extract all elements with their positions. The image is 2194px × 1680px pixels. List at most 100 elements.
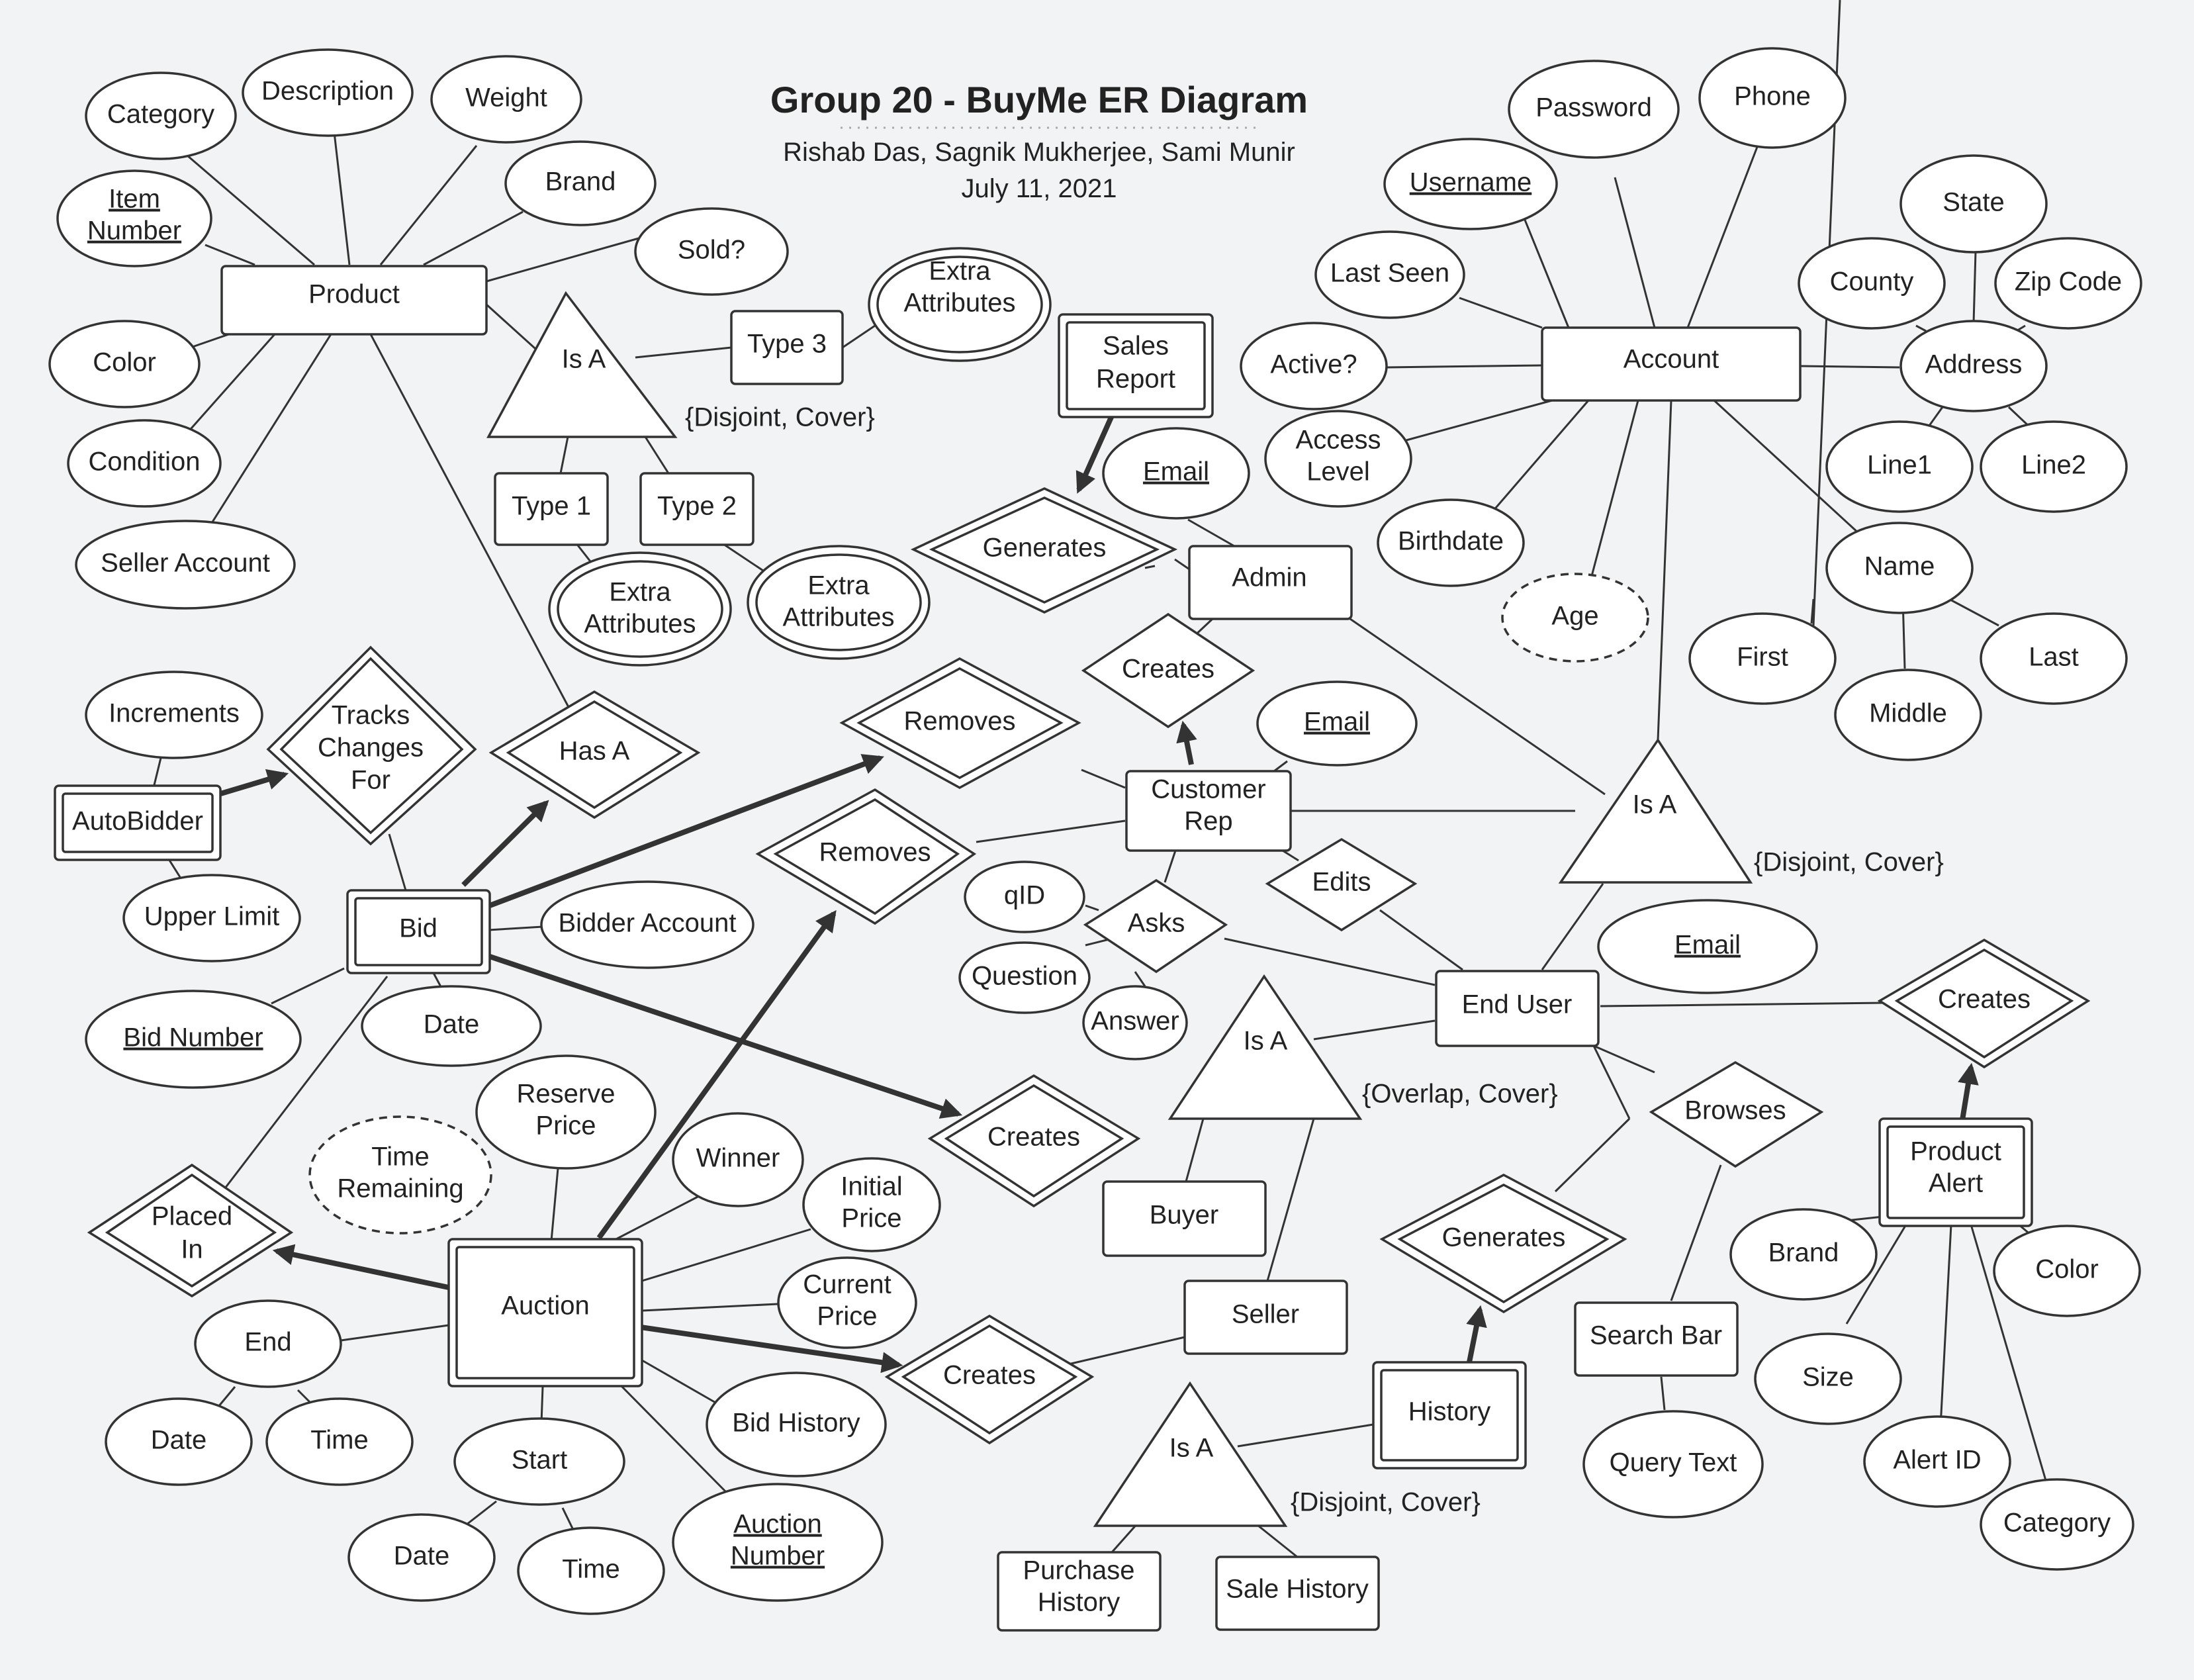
relationship-placed-in: Placed In	[87, 1163, 294, 1298]
diagram-title: Group 20 - BuyMe ER Diagram	[770, 79, 1308, 120]
svg-text:Placed: Placed	[152, 1202, 232, 1231]
svg-text:Product: Product	[308, 280, 400, 309]
svg-text:Attributes: Attributes	[584, 610, 696, 639]
svg-text:Answer: Answer	[1091, 1007, 1179, 1036]
attr-last-seen: Last Seen	[1314, 230, 1465, 319]
svg-text:Category: Category	[2003, 1509, 2111, 1538]
svg-text:For: For	[351, 766, 390, 795]
svg-text:Asks: Asks	[1128, 909, 1185, 938]
svg-text:Seller Account: Seller Account	[101, 549, 270, 578]
svg-text:Attributes: Attributes	[904, 289, 1016, 318]
svg-text:Date: Date	[424, 1010, 480, 1039]
svg-text:Bid: Bid	[399, 914, 437, 943]
svg-text:Number: Number	[731, 1542, 825, 1571]
attr-brand: Brand	[504, 140, 657, 226]
svg-text:Color: Color	[93, 348, 156, 377]
svg-text:Email: Email	[1674, 931, 1741, 960]
entity-end-user: End User	[1435, 970, 1600, 1047]
svg-text:Type 2: Type 2	[657, 492, 737, 521]
svg-text:Last: Last	[2029, 643, 2079, 672]
relationship-edits: Edits	[1265, 837, 1418, 932]
svg-text:Condition: Condition	[88, 447, 200, 477]
svg-text:Generates: Generates	[983, 534, 1107, 563]
attr-active: Active?	[1240, 322, 1388, 410]
attr-question: Question	[958, 941, 1091, 1014]
isa-history: Is A {Disjoint, Cover}	[1093, 1381, 1481, 1527]
svg-text:Product: Product	[1910, 1137, 2001, 1166]
attr-bid-history: Bid History	[706, 1372, 887, 1477]
attr-start: Start	[453, 1417, 625, 1506]
svg-text:Extra: Extra	[929, 257, 991, 286]
svg-text:Category: Category	[107, 100, 214, 129]
svg-text:Increments: Increments	[109, 699, 240, 728]
svg-text:In: In	[181, 1235, 203, 1264]
constraint-account-isa: {Disjoint, Cover}	[1754, 848, 1944, 877]
attr-alert-size: Size	[1754, 1332, 1902, 1425]
entity-sale-history: Sale History	[1215, 1556, 1380, 1631]
weak-entity-autobidder: AutoBidder	[54, 784, 222, 861]
svg-text:Time: Time	[562, 1555, 619, 1584]
svg-text:Reserve: Reserve	[517, 1080, 616, 1109]
svg-text:Changes: Changes	[318, 733, 424, 763]
svg-text:Edits: Edits	[1312, 868, 1371, 897]
constraint-enduser-isa: {Overlap, Cover}	[1362, 1080, 1558, 1109]
svg-text:Date: Date	[394, 1542, 450, 1571]
bold-arrows	[217, 414, 1979, 1374]
entity-type2: Type 2	[639, 472, 754, 546]
attr-start-date: Date	[347, 1513, 496, 1602]
diagram-date: July 11, 2021	[962, 174, 1117, 203]
svg-text:Weight: Weight	[465, 83, 547, 113]
relationship-asks: Asks	[1083, 878, 1228, 974]
relationship-creates-auction: Creates	[884, 1314, 1095, 1445]
constraint-history-isa: {Disjoint, Cover}	[1291, 1488, 1481, 1517]
svg-text:Line1: Line1	[1867, 451, 1932, 480]
relationship-admin-creates: Creates	[1081, 612, 1256, 729]
attr-county: County	[1798, 237, 1946, 330]
svg-text:Generates: Generates	[1442, 1223, 1566, 1252]
attr-line2: Line2	[1980, 420, 2128, 513]
entity-product: Product	[220, 265, 488, 336]
attr-admin-email: Email	[1102, 427, 1250, 520]
weak-entity-auction: Auction	[447, 1238, 643, 1387]
constraint-product-isa: {Disjoint, Cover}	[685, 403, 875, 432]
svg-text:Creates: Creates	[1122, 655, 1214, 684]
svg-text:Question: Question	[972, 962, 1077, 991]
attr-answer: Answer	[1082, 985, 1188, 1060]
svg-text:Removes: Removes	[819, 838, 931, 867]
relationship-creates-alert: Creates	[1877, 938, 2091, 1069]
entity-type1: Type 1	[494, 472, 609, 546]
isa-account: Is A {Disjoint, Cover}	[1558, 737, 1944, 884]
attr-time-remaining: Time Remaining	[308, 1115, 492, 1235]
svg-text:Type 3: Type 3	[747, 330, 827, 359]
weak-entity-product-alert: Product Alert	[1878, 1117, 2033, 1227]
svg-text:Start: Start	[512, 1446, 567, 1475]
svg-text:Creates: Creates	[943, 1361, 1036, 1390]
entity-buyer: Buyer	[1102, 1180, 1267, 1257]
svg-text:Remaining: Remaining	[337, 1174, 463, 1203]
svg-text:Winner: Winner	[696, 1144, 780, 1173]
svg-text:Extra: Extra	[609, 578, 671, 607]
attr-end: End	[194, 1299, 342, 1388]
svg-text:Time: Time	[310, 1426, 368, 1455]
svg-text:Username: Username	[1410, 168, 1532, 197]
connector-lines	[152, 0, 2050, 1558]
attr-query-text: Query Text	[1582, 1410, 1764, 1518]
attr-alert-color: Color	[1993, 1225, 2141, 1317]
attr-sold: Sold?	[634, 207, 789, 296]
attr-initial-price: Initial Price	[802, 1157, 941, 1252]
relationship-removes-top: Removes	[839, 657, 1081, 789]
attr-last: Last	[1980, 612, 2128, 705]
svg-text:Bidder Account: Bidder Account	[558, 909, 736, 938]
svg-text:Address: Address	[1925, 350, 2023, 379]
attr-description: Description	[242, 48, 414, 137]
attr-auction-number: Auction Number	[672, 1483, 884, 1602]
attr-birthdate: Birthdate	[1377, 498, 1525, 587]
svg-text:Buyer: Buyer	[1150, 1201, 1219, 1230]
weak-entity-history: History	[1372, 1361, 1527, 1470]
svg-text:Sold?: Sold?	[678, 236, 745, 265]
svg-text:Auction: Auction	[501, 1291, 589, 1321]
attr-alert-id: Alert ID	[1863, 1415, 2011, 1508]
svg-text:Sale History: Sale History	[1226, 1575, 1369, 1604]
attr-extra-attributes-type2: Extra Attributes	[747, 545, 931, 660]
svg-text:Size: Size	[1802, 1363, 1854, 1392]
